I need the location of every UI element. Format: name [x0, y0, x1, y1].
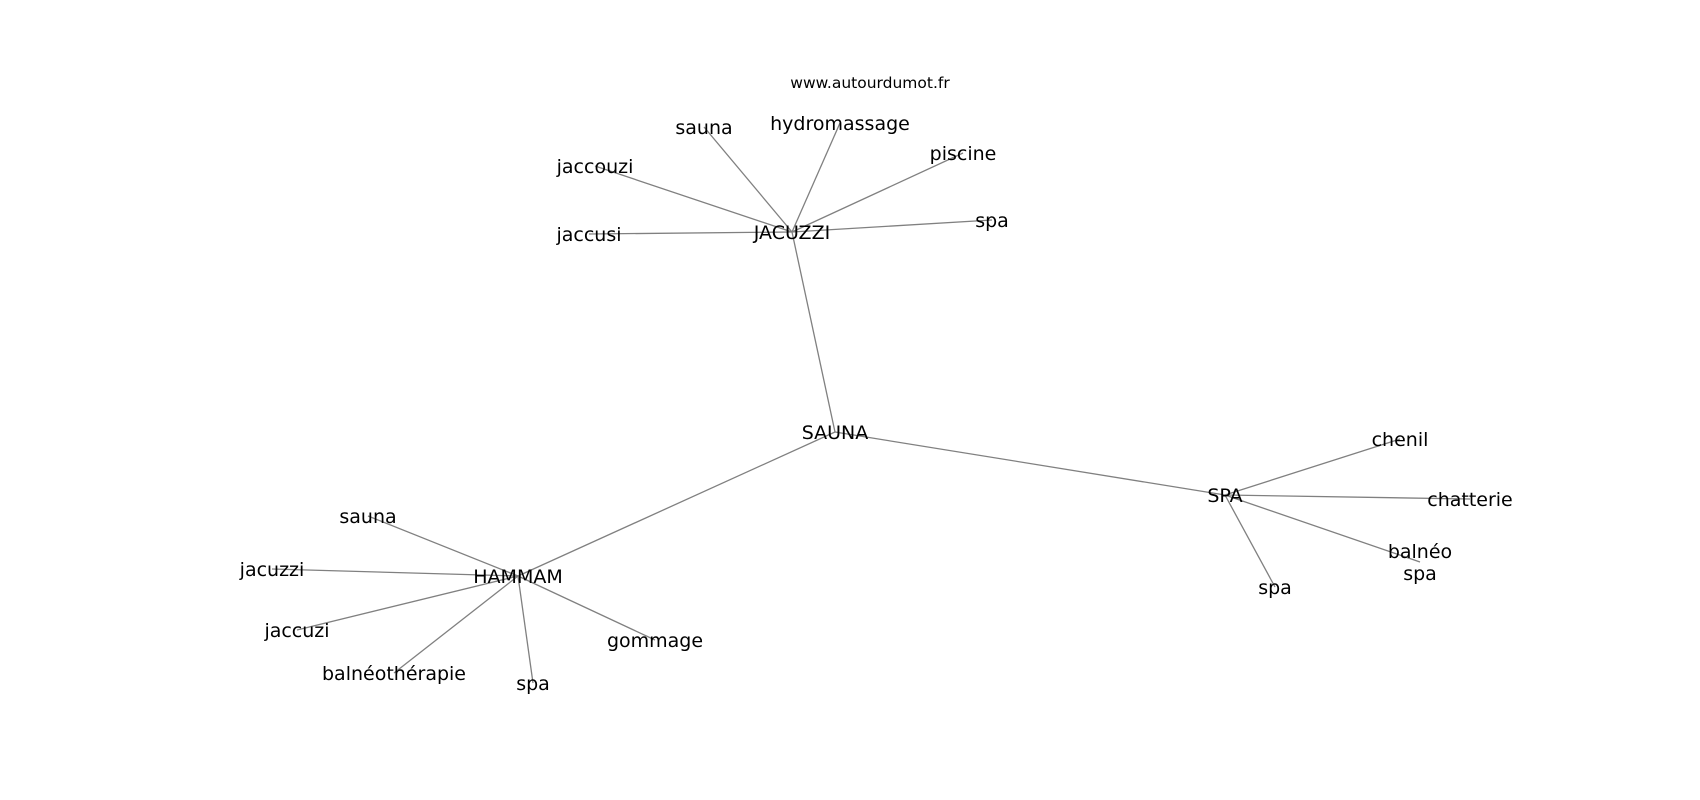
node-hammam-word-3[interactable]: balnéothérapie [322, 663, 466, 685]
edge-sauna-hammam [517, 431, 836, 577]
edge-hammam-3 [393, 575, 519, 674]
edge-jacuzzi-4 [588, 231, 793, 235]
source-url: www.autourdumot.fr [790, 74, 950, 92]
edge-hammam-4 [517, 575, 534, 684]
node-spa-word-1[interactable]: chatterie [1427, 489, 1513, 511]
node-hammam-word-5[interactable]: gommage [607, 630, 703, 652]
node-spa-word-0[interactable]: chenil [1372, 429, 1429, 451]
edge-hammam-5 [517, 575, 656, 641]
edge-hammam-2 [296, 575, 519, 631]
node-jacuzzi-word-5[interactable]: spa [975, 210, 1009, 232]
graph-nodes: SAUNA JACUZZI sauna hydromassage piscine jacc… [239, 113, 1513, 695]
node-spa-word-3[interactable]: spa [1258, 577, 1292, 599]
node-hammam-word-1[interactable]: jacuzzi [239, 559, 305, 581]
edge-spa-2 [1224, 494, 1421, 563]
graph-edges [271, 122, 1471, 684]
edge-sauna-spa [834, 431, 1226, 496]
edge-sauna-jacuzzi [791, 231, 836, 433]
node-jacuzzi-word-3[interactable]: jaccouzi [556, 156, 634, 178]
edge-spa-1 [1224, 494, 1471, 500]
edge-jacuzzi-0 [703, 126, 793, 233]
edge-jacuzzi-2 [791, 152, 964, 233]
node-jacuzzi-word-4[interactable]: jaccusi [555, 224, 621, 246]
node-hub-jacuzzi[interactable]: JACUZZI [753, 222, 830, 244]
node-hub-hammam[interactable]: HAMMAM [473, 566, 562, 588]
node-hammam-word-2[interactable]: jaccuzi [263, 620, 329, 642]
edge-hammam-0 [367, 515, 519, 577]
edge-hammam-1 [271, 568, 519, 577]
node-hammam-word-0[interactable]: sauna [339, 506, 396, 528]
node-jacuzzi-word-2[interactable]: piscine [930, 143, 997, 165]
edge-jacuzzi-5 [791, 219, 993, 233]
edge-spa-3 [1224, 494, 1276, 588]
node-jacuzzi-word-1[interactable]: hydromassage [770, 113, 910, 135]
node-jacuzzi-word-0[interactable]: sauna [675, 117, 732, 139]
edge-jacuzzi-3 [594, 165, 793, 233]
edge-spa-0 [1224, 438, 1401, 496]
node-center-sauna[interactable]: SAUNA [802, 422, 869, 444]
edge-jacuzzi-1 [791, 122, 841, 233]
node-hammam-word-4[interactable]: spa [516, 673, 550, 695]
node-hub-spa[interactable]: SPA [1207, 485, 1242, 507]
